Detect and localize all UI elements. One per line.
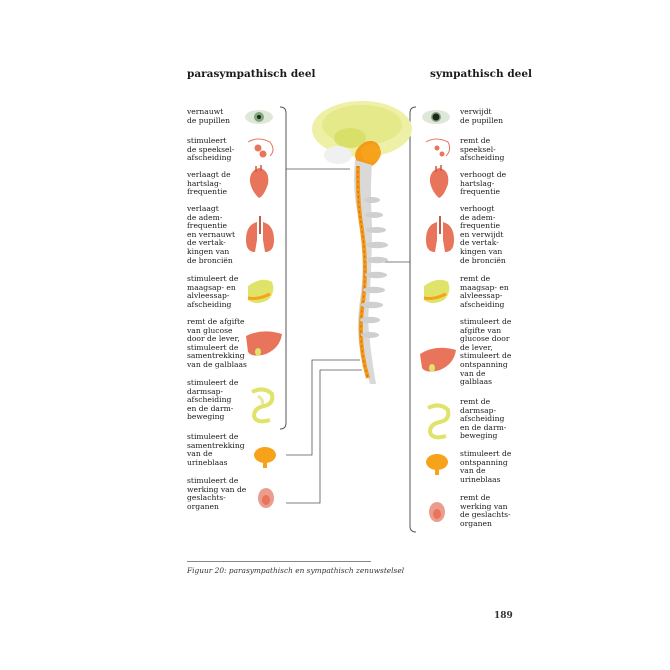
left-bracket — [279, 106, 287, 430]
bladder-icon-left — [254, 447, 276, 468]
liver-gallbladder-icon-right — [420, 347, 456, 372]
eye-icon-left — [245, 110, 273, 124]
stomach-pancreas-icon-right — [423, 279, 450, 303]
connector-left-genital — [286, 369, 362, 504]
bladder-icon-right — [426, 454, 448, 475]
intestines-icon-left — [251, 387, 275, 424]
page-number: 189 — [494, 611, 513, 621]
brain-icon — [312, 101, 412, 168]
stomach-pancreas-icon-left — [247, 279, 274, 303]
salivary-gland-icon-left — [247, 138, 274, 158]
lungs-icon-left — [246, 216, 274, 252]
heading-sympathetic: sympathisch deel — [430, 68, 533, 80]
heart-icon-right — [429, 165, 449, 198]
spinal-cord-icon — [354, 160, 388, 384]
eye-icon-right — [422, 110, 450, 124]
intestines-icon-right — [427, 403, 451, 440]
connector-left-bladder — [286, 359, 360, 456]
reproductive-organ-icon-right — [429, 502, 445, 522]
liver-gallbladder-icon-left — [246, 331, 282, 356]
right-bracket — [409, 106, 417, 533]
figure-caption: Figuur 20: parasympathisch en sympathisc… — [187, 566, 405, 575]
salivary-gland-icon-right — [425, 138, 451, 157]
lungs-icon-right — [426, 216, 454, 252]
reproductive-organ-icon-left — [258, 488, 274, 508]
heading-parasympathetic: parasympathisch deel — [187, 68, 316, 80]
heart-icon-left — [249, 165, 269, 198]
caption-rule — [187, 561, 371, 562]
